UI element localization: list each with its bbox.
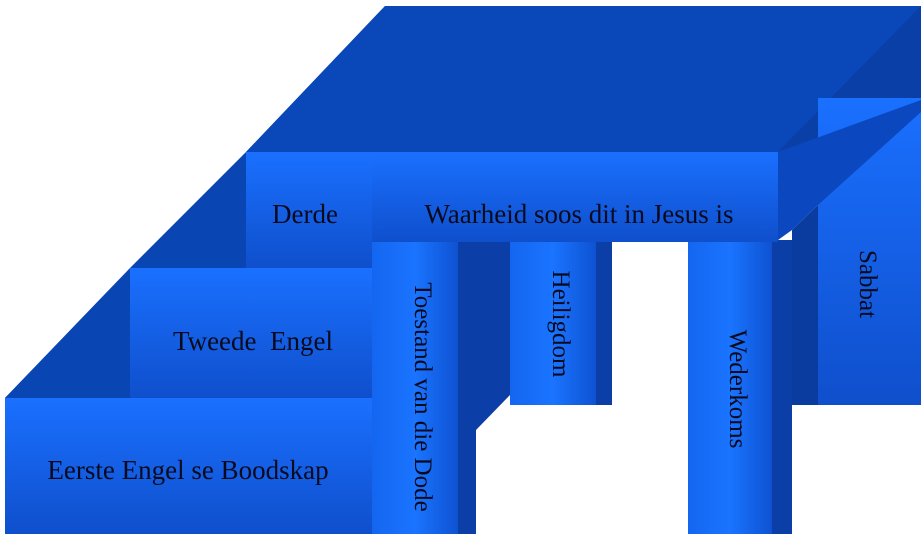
sanctuary-pillar bbox=[510, 240, 596, 405]
label-sabbath: Sabbat bbox=[854, 250, 881, 318]
label-third: Derde bbox=[272, 199, 338, 229]
second-coming-pillar-side bbox=[772, 240, 792, 534]
second-coming-pillar bbox=[688, 240, 772, 534]
label-second-coming: Wederkoms bbox=[724, 330, 751, 449]
label-first-angel: Eerste Engel se Boodskap bbox=[47, 455, 328, 485]
state-of-dead-pillar-side bbox=[458, 240, 510, 534]
truth-beam bbox=[372, 152, 778, 242]
roof-top-surface bbox=[246, 6, 921, 152]
sabbath-pillar-top-side bbox=[778, 100, 921, 240]
label-state-of-dead: Toestand van die Dode bbox=[409, 282, 436, 511]
step-second bbox=[130, 268, 372, 398]
label-truth-in-jesus: Waarheid soos dit in Jesus is bbox=[424, 199, 733, 229]
state-of-dead-pillar bbox=[372, 240, 458, 534]
step-top-second bbox=[130, 152, 246, 268]
step-third bbox=[246, 152, 372, 268]
sanctuary-pillar-side bbox=[596, 240, 612, 405]
step-first bbox=[5, 398, 372, 534]
label-sanctuary: Heiligdom bbox=[547, 271, 574, 378]
step-top-first bbox=[5, 268, 130, 398]
label-second-angel: Tweede Engel bbox=[173, 326, 333, 356]
sabbath-pillar-side bbox=[792, 205, 818, 405]
